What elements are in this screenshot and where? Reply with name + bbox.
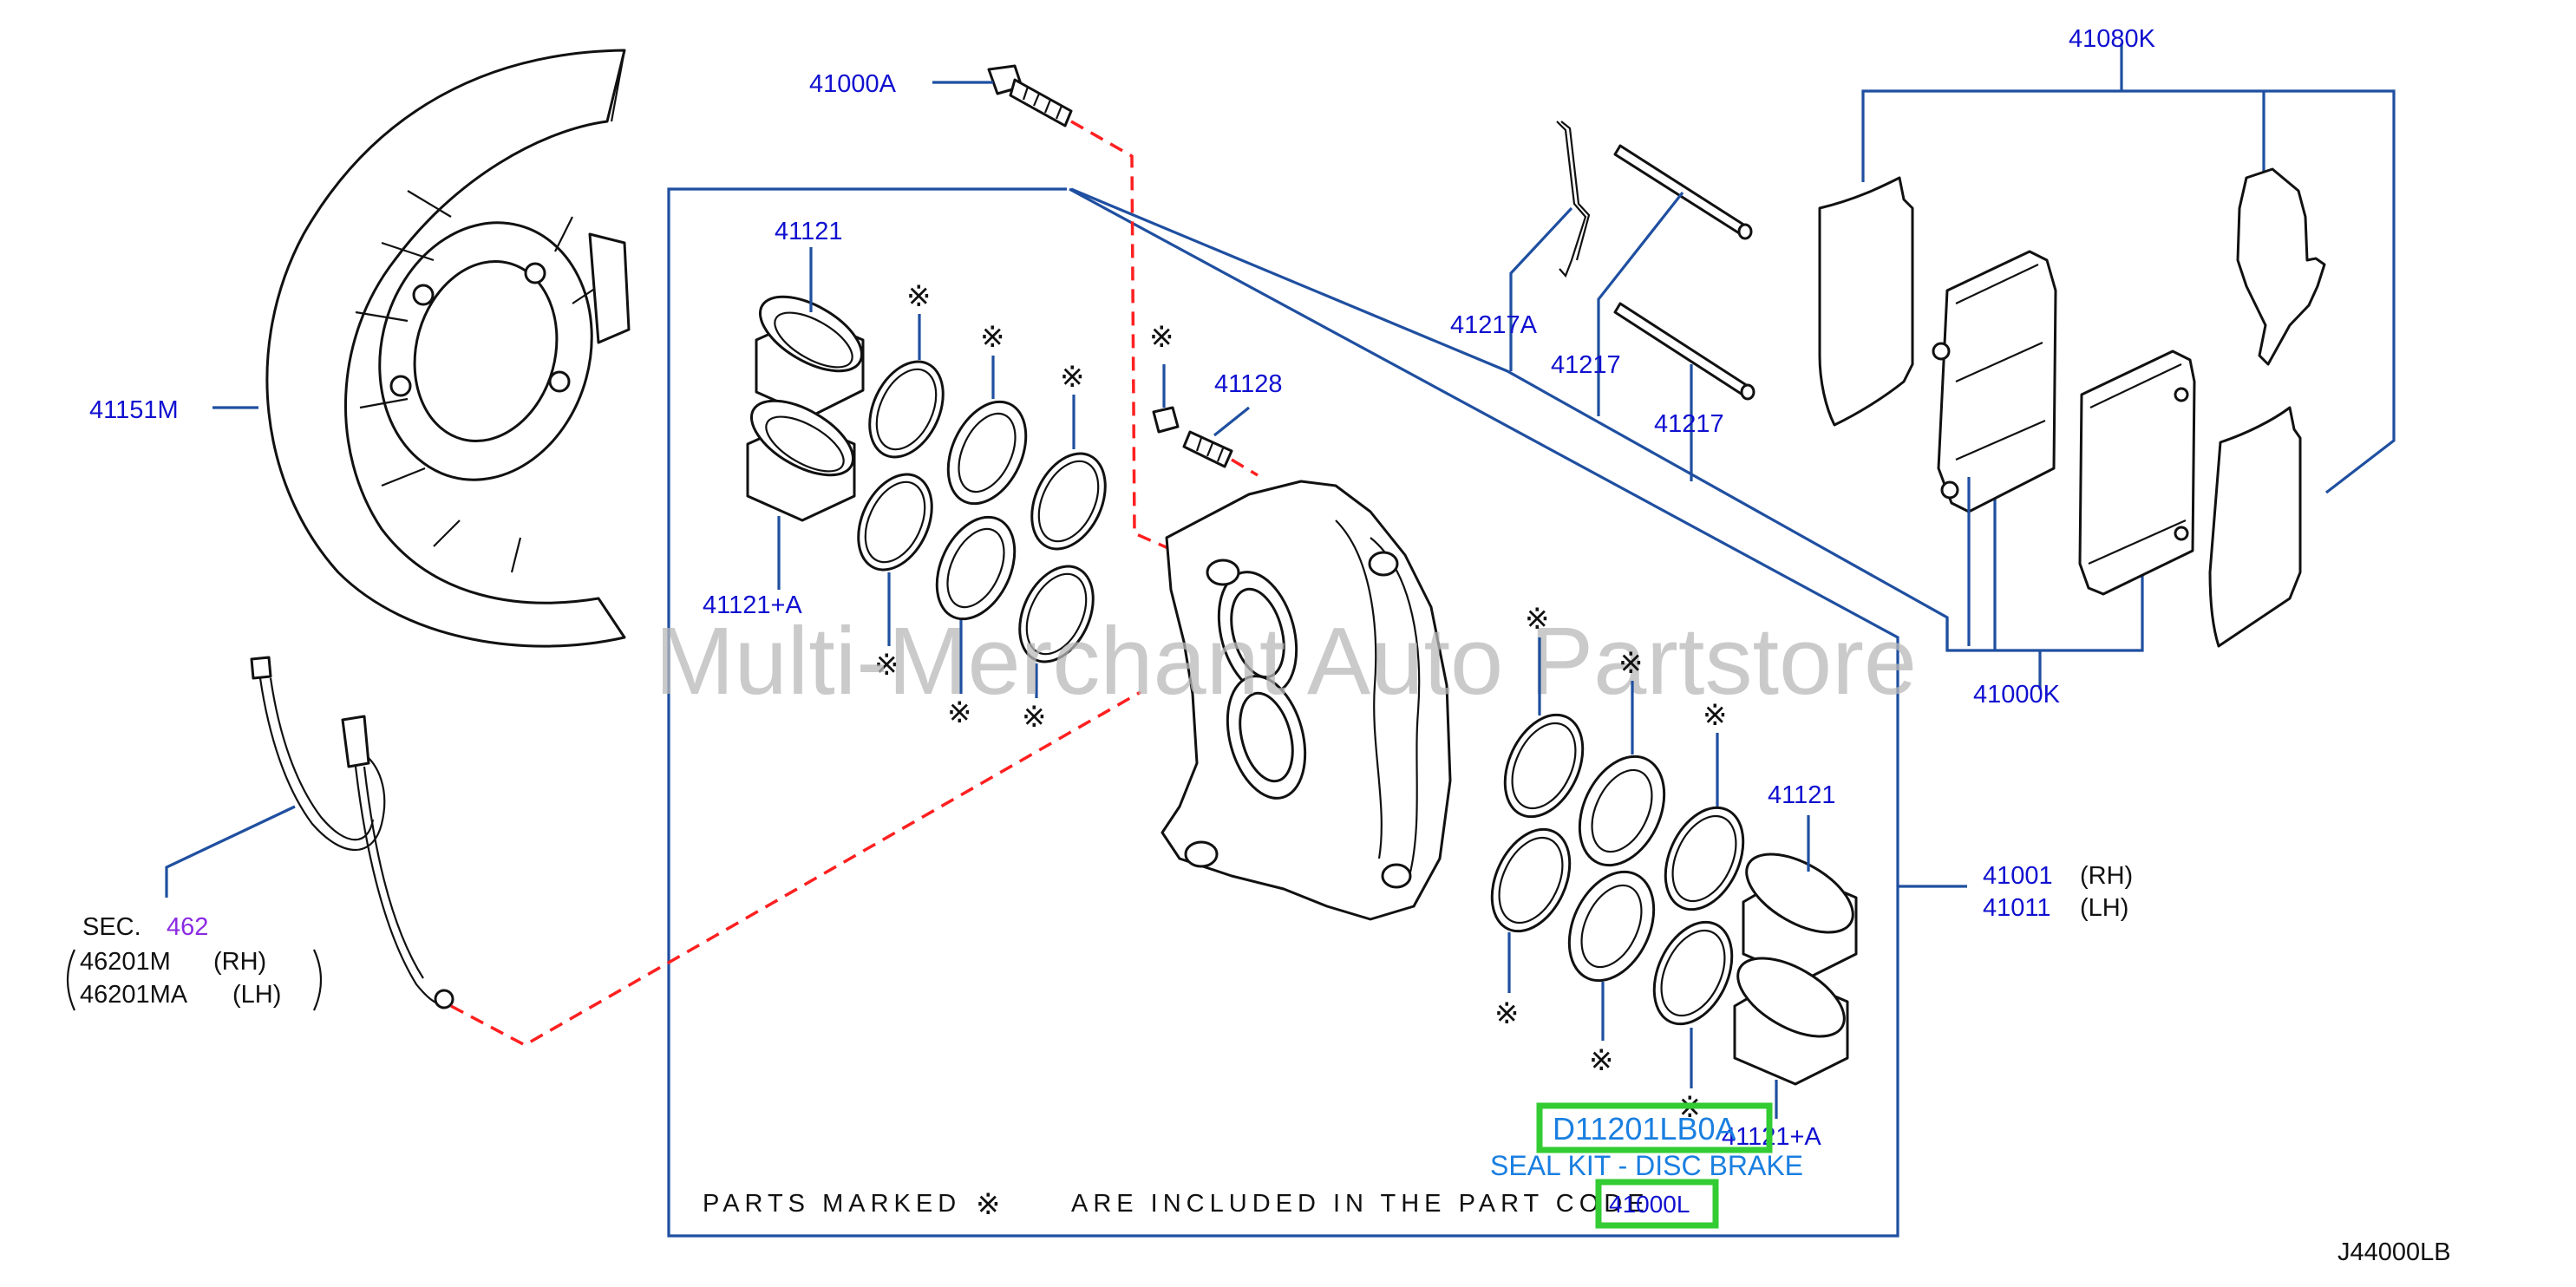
seal-set-top[interactable] (844, 350, 1120, 673)
hose-sec-number: 462 (167, 913, 208, 941)
hose-lh-part: 46201MA (80, 981, 188, 1009)
pad-shim-inner[interactable] (2208, 406, 2302, 648)
label-piston-top: 41121 (775, 218, 843, 245)
hose-bracket-left (66, 949, 76, 1011)
label-bolt: 41000A (809, 70, 897, 98)
diagram-code: J44000LB (2337, 1238, 2451, 1266)
pad-pin-2[interactable] (1613, 302, 1755, 401)
label-piston-bottom: 41121 (1768, 781, 1836, 809)
bleeder-screw[interactable] (1152, 406, 1233, 468)
label-pad-kit-top: 41080K (2069, 25, 2156, 53)
note-suffix: ARE INCLUDED IN THE PART CODE (1071, 1190, 1650, 1218)
label-pin-2: 41217 (1654, 410, 1724, 438)
label-caliper-lh: 41011 (1983, 894, 2051, 922)
hose-rh-part: 46201M (80, 948, 171, 976)
seal-set-bottom[interactable] (1477, 702, 1759, 1036)
kit-code[interactable]: D11201LB0A (1553, 1111, 1736, 1147)
kit-mark-bleeder: ※ (1149, 320, 1174, 355)
kit-mark-seal-2: ※ (980, 320, 1005, 355)
note-mark: ※ (976, 1187, 1001, 1222)
kit-mark-seal-7: ※ (1525, 602, 1550, 637)
hose-bracket-right (312, 949, 323, 1011)
pad-shim-outer[interactable] (1818, 176, 1914, 427)
hose-sec-prefix: SEC. (82, 913, 141, 941)
hose-lh-side: (LH) (232, 981, 281, 1009)
piston-top-1[interactable] (749, 282, 874, 418)
kit-mark-seal-5: ※ (947, 696, 972, 730)
kit-mark-seal-11: ※ (1589, 1043, 1614, 1078)
brake-pad-outer[interactable] (1932, 250, 2057, 513)
kit-mark-seal-4: ※ (874, 648, 899, 683)
label-caliper-rh-side: (RH) (2080, 862, 2133, 890)
part-code[interactable]: 41000L (1609, 1191, 1690, 1218)
piston-bottom-2[interactable] (1725, 943, 1857, 1086)
kit-mark-seal-9: ※ (1703, 698, 1728, 733)
brake-pad-inner[interactable] (2078, 350, 2196, 596)
piston-top-2[interactable] (740, 386, 866, 522)
kit-mark-seal-3: ※ (1060, 360, 1085, 395)
note-prefix: PARTS MARKED (703, 1190, 961, 1218)
label-bleeder: 41128 (1214, 370, 1283, 398)
kit-mark-seal-1: ※ (906, 279, 932, 314)
pad-retainer[interactable] (2236, 167, 2326, 366)
piston-bottom-1[interactable] (1734, 839, 1866, 982)
label-pin-clip: 41217A (1450, 311, 1538, 339)
brake-hose[interactable] (250, 656, 454, 1009)
label-piston-top-a: 41121+A (703, 591, 802, 619)
kit-mark-seal-10: ※ (1494, 996, 1520, 1031)
watermark: Multi-Merchant Auto Partstore (655, 608, 1917, 715)
caliper-bolt[interactable] (987, 64, 1073, 127)
assembly-box (667, 187, 1899, 1238)
label-caliper-rh: 41001 (1983, 862, 2053, 890)
part-code-highlight[interactable] (1595, 1179, 1719, 1229)
kit-description: SEAL KIT - DISC BRAKE (1490, 1150, 1803, 1181)
label-shield: 41151M (89, 396, 179, 424)
pin-clip[interactable] (1556, 121, 1591, 278)
splash-shield[interactable] (265, 49, 631, 648)
pad-pin-1[interactable] (1613, 144, 1753, 240)
kit-mark-seal-8: ※ (1618, 646, 1644, 681)
kit-mark-seal-6: ※ (1022, 700, 1047, 735)
label-caliper-lh-side: (LH) (2080, 894, 2128, 922)
caliper-body[interactable] (1161, 480, 1452, 921)
kit-code-highlight[interactable] (1536, 1102, 1773, 1153)
label-pin-1: 41217 (1551, 351, 1621, 379)
label-pad-kit-bottom: 41000K (1973, 681, 2061, 709)
hose-rh-side: (RH) (213, 948, 266, 976)
